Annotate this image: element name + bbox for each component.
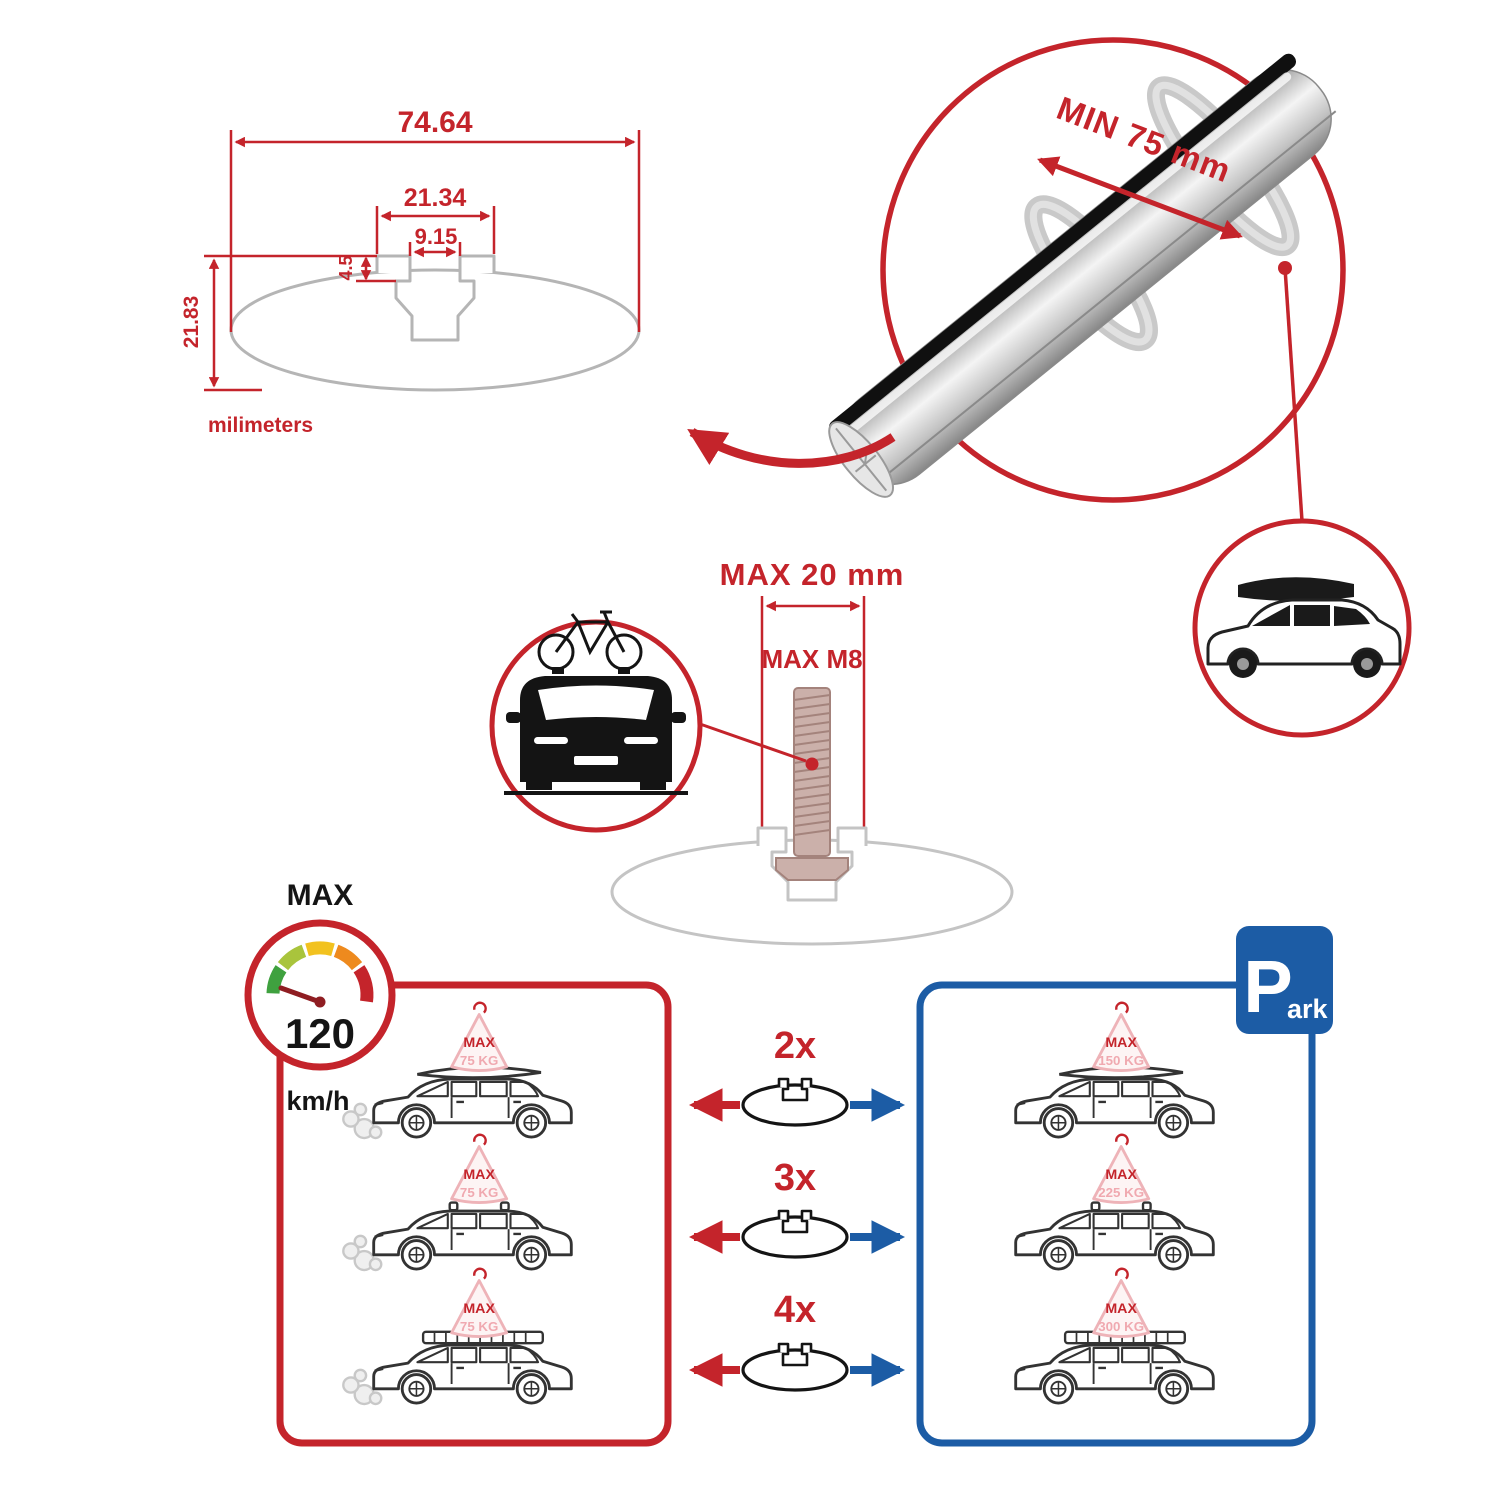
car-driving-row-1: MAX 75 KG [342,1001,573,1140]
bolt-detail: MAX 20 mm MAX M8 [610,557,1014,946]
flag-load-value: 225 KG [1098,1185,1144,1200]
park-sign-ark: ark [1287,994,1329,1024]
flag-max-label: MAX [463,1167,495,1183]
arrow-to-cross-section [687,428,896,468]
car-mirror-left [506,712,521,723]
speed-limit-badge: MAX 120 km/h [244,879,396,1116]
car-plate [574,756,618,765]
flag-load-value: 75 KG [460,1319,498,1334]
flag-max-label: MAX [463,1301,495,1317]
t-nut-flange [775,857,849,881]
max-width-label: MAX 20 mm [720,557,905,592]
car-parked-row-2: MAX 225 KG [1014,1133,1215,1271]
flag-max-label: MAX [1105,1035,1137,1051]
callout-line-to-carfront [699,722,807,763]
car-driving-row-2: MAX 75 KG [342,1133,573,1272]
bar-detail-circle: MIN 75 mm [687,37,1346,522]
car-mirror-right [671,712,686,723]
dim-total-width-label: 74.64 [397,106,472,139]
dim-lip-depth-label: 4.5 [336,255,356,280]
dim-slot-outer-label: 21.34 [404,184,467,212]
car-bike-circle [489,610,703,833]
flag-load-value: 75 KG [460,1053,498,1068]
flag-load-value: 150 KG [1098,1053,1144,1068]
quantity-label: 2x [774,1025,816,1067]
speed-value: 120 [285,1010,355,1057]
bar-rubber-channel [829,53,1297,435]
car-headlight-right [624,737,658,744]
flag-load-value: 300 KG [1098,1319,1144,1334]
suv-roofbox-circle [1192,518,1412,738]
park-sign-plate [1236,926,1333,1034]
car-headlight-left [534,737,568,744]
crossbar-profile-icon [741,1077,849,1127]
dim-total-height-label: 21.83 [180,296,203,349]
car-windshield [538,685,654,720]
dim-slot-inner-label: 9.15 [415,224,458,249]
speed-max-label: MAX [287,879,354,912]
speed-unit: km/h [286,1086,349,1116]
crossbar-profile-icon [741,1209,849,1259]
flag-max-label: MAX [463,1035,495,1051]
car-parked-row-1: MAX 150 KG [1014,1001,1215,1139]
flag-load-value: 75 KG [460,1185,498,1200]
car-driving-row-3: MAX 75 KG [342,1267,573,1406]
cross-section-drawing: 74.64 21.34 9.15 4.5 21.83 milimeters [180,106,641,437]
speedometer-needle [278,985,323,1005]
park-sign: P ark [1236,926,1333,1034]
quantity-label: 3x [774,1157,816,1199]
min-span-arrow [1037,156,1243,240]
speedometer-gauge [266,941,374,1003]
units-label: milimeters [208,414,313,437]
roof-box [1238,577,1354,601]
callout-line-to-suv [1283,267,1304,522]
flag-max-label: MAX [1105,1167,1137,1183]
callout-dot-bolt [805,757,819,771]
quantity-label: 4x [774,1289,816,1331]
park-sign-p: P [1243,945,1292,1028]
dimension-lines [204,130,641,392]
flag-max-label: MAX [1105,1301,1137,1317]
t-slot-profile [375,254,496,342]
car-parked-row-3: MAX 300 KG [1014,1267,1215,1405]
quantity-row-3: 4x [688,1289,906,1392]
quantity-row-1: 2x [688,1025,906,1127]
quantity-row-2: 3x [688,1157,906,1259]
max-thread-label: MAX M8 [761,644,862,674]
crossbar-profile-icon [741,1342,849,1392]
